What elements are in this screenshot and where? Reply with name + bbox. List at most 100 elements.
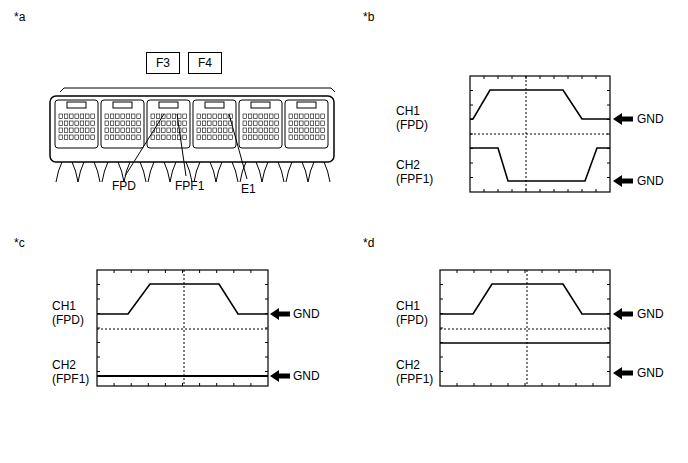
- pin-cavity: [70, 114, 74, 119]
- wire: [56, 162, 62, 182]
- pin-cavity: [183, 135, 187, 140]
- pin-cavity: [197, 114, 201, 119]
- pin-cavity: [121, 135, 125, 140]
- pin-cavity: [264, 114, 268, 119]
- pin-cavity: [132, 121, 136, 126]
- pin-cavity: [59, 128, 63, 133]
- pin-cavity: [183, 121, 187, 126]
- gnd-arrows: [270, 113, 633, 382]
- scope-screen: [470, 76, 610, 192]
- pin-cavity: [183, 128, 187, 133]
- pin-cavity: [248, 135, 252, 140]
- pin-cavity: [294, 121, 298, 126]
- panel-letter: *a: [14, 10, 25, 24]
- pin-cavity: [316, 121, 320, 126]
- pin-cavity: [289, 135, 293, 140]
- pin-cavity: [259, 128, 263, 133]
- terminal-name: FPF1: [175, 179, 204, 193]
- pin-cavity: [105, 135, 109, 140]
- pin-cavity: [305, 121, 309, 126]
- pin-cavity: [229, 128, 233, 133]
- pin-cavity: [208, 128, 212, 133]
- terminal-name: E1: [241, 182, 256, 196]
- pin-cavity: [121, 128, 125, 133]
- pin-cavity: [132, 135, 136, 140]
- pin-cavity: [197, 135, 201, 140]
- pin-cavity: [110, 128, 114, 133]
- pin-cavity: [197, 128, 201, 133]
- pin-cavity: [172, 135, 176, 140]
- pin-cavity: [248, 128, 252, 133]
- graticule-ticks: [97, 76, 610, 386]
- pin-cavity: [91, 121, 95, 126]
- pin-cavity: [294, 135, 298, 140]
- pin-cavity: [167, 121, 171, 126]
- panel-letter: *d: [363, 236, 374, 250]
- pin-cavity: [80, 135, 84, 140]
- pin-cavity: [126, 128, 130, 133]
- pin-cavity: [316, 135, 320, 140]
- pin-cavity: [167, 128, 171, 133]
- latch: [113, 102, 132, 108]
- scope-screen: [440, 270, 610, 386]
- pin-cavity: [126, 135, 130, 140]
- pin-cavity: [110, 121, 114, 126]
- pin-cavity: [243, 128, 247, 133]
- channel-label: CH1 (FPD): [396, 299, 436, 327]
- latch: [159, 102, 178, 108]
- pin-cavity: [213, 121, 217, 126]
- pin-cavity: [259, 135, 263, 140]
- connector-module: [239, 100, 282, 148]
- pin-cavity: [59, 135, 63, 140]
- pin-cavity: [105, 121, 109, 126]
- wire: [102, 162, 108, 182]
- terminal-name: FPD: [112, 179, 136, 193]
- gnd-arrow: [613, 308, 633, 320]
- pin-cavity: [121, 121, 125, 126]
- pin-cavity: [116, 114, 120, 119]
- pin-cavity: [137, 135, 141, 140]
- pin-cavity: [321, 114, 325, 119]
- pin-cavity: [300, 135, 304, 140]
- ground-label: GND: [293, 369, 320, 383]
- connector-code: F3: [156, 56, 170, 70]
- pin-cavity: [156, 128, 160, 133]
- latch: [251, 102, 270, 108]
- connector-modules: [55, 100, 328, 148]
- pin-cavity: [243, 135, 247, 140]
- pin-cavity: [75, 121, 79, 126]
- wire: [148, 162, 154, 182]
- wire: [256, 162, 262, 182]
- pin-cavity: [110, 114, 114, 119]
- pin-cavity: [126, 114, 130, 119]
- pin-cavity: [270, 114, 274, 119]
- pin-cavity: [59, 114, 63, 119]
- wire: [164, 162, 170, 182]
- latch: [297, 102, 316, 108]
- wire: [232, 162, 238, 182]
- pin-cavity: [132, 128, 136, 133]
- latch: [67, 102, 86, 108]
- wire: [262, 162, 268, 182]
- pin-cavity: [172, 114, 176, 119]
- pin-cavity: [137, 121, 141, 126]
- wire: [140, 162, 146, 182]
- pin-cavity: [208, 135, 212, 140]
- pin-cavity: [229, 135, 233, 140]
- wire: [278, 162, 284, 182]
- pin-cavity: [91, 128, 95, 133]
- scope-screen: [97, 270, 268, 386]
- pin-cavity: [116, 135, 120, 140]
- pin-cavity: [202, 121, 206, 126]
- leader-line: [229, 114, 247, 179]
- channel-label: CH1 (FPD): [396, 104, 436, 132]
- gnd-arrow: [613, 113, 633, 125]
- pin-cavity: [116, 121, 120, 126]
- channel-label: CH2 (FPF1): [396, 358, 440, 386]
- pin-cavity: [80, 128, 84, 133]
- pin-cavity: [202, 135, 206, 140]
- pin-cavity: [213, 135, 217, 140]
- pin-cavity: [321, 121, 325, 126]
- connector-module: [147, 100, 190, 148]
